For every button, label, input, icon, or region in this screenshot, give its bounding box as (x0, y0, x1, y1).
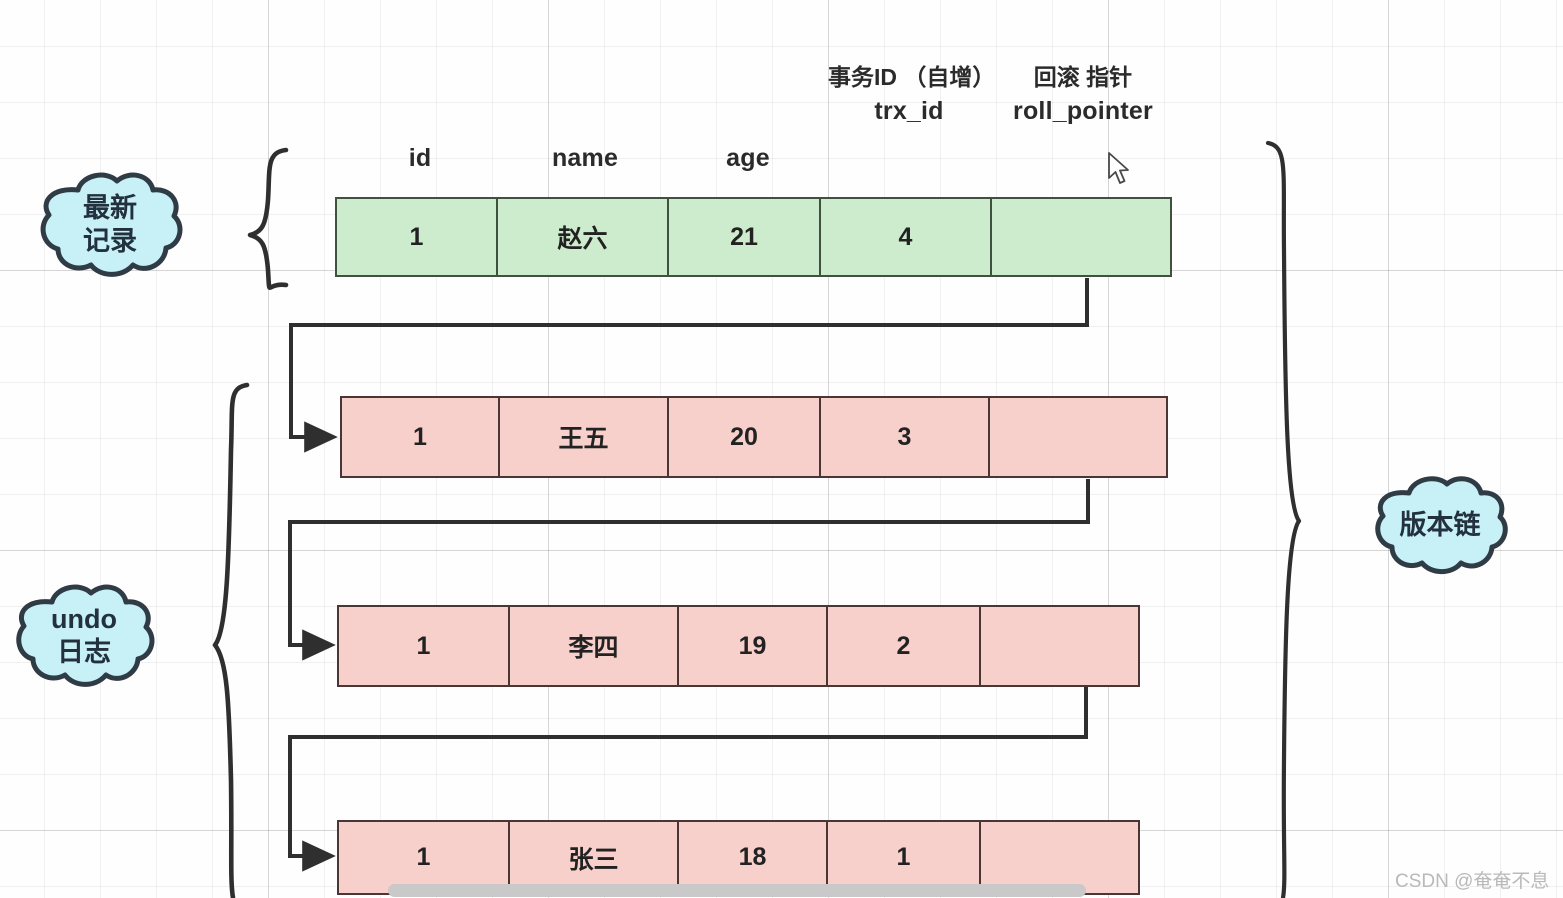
cell-id: 1 (335, 197, 498, 277)
cell-id: 1 (337, 605, 510, 687)
cell-roll-pointer (979, 605, 1140, 687)
cloud-shape (16, 584, 155, 687)
column-header-age-label: age (726, 144, 770, 172)
record-row-undo-2: 1 李四 19 2 (337, 605, 1140, 687)
cell-roll-pointer (990, 197, 1172, 277)
cloud-version-chain-label: 版本链 (1399, 509, 1481, 540)
column-header-name-label: name (551, 144, 619, 172)
column-header-trx-id: 事务ID （自增） trx_id (828, 64, 996, 127)
cell-age: 20 (667, 396, 821, 478)
cloud-latest-record-label: 最新 记录 (83, 193, 137, 256)
mouse-cursor-icon (1108, 152, 1129, 184)
cloud-latest-record: 最新 记录 (34, 166, 186, 284)
column-header-roll-pointer-label: roll_pointer (1013, 97, 1153, 126)
cell-trx-id: 4 (818, 197, 993, 277)
column-header-name: name (515, 144, 655, 174)
column-header-id-label: id (408, 144, 432, 172)
cell-trx-id: 2 (825, 605, 982, 687)
cloud-undo-log: undo 日志 (10, 578, 158, 694)
cell-trx-id: 3 (818, 396, 991, 478)
record-row-latest: 1 赵六 21 4 (335, 197, 1172, 277)
column-header-trx-id-label: trx_id (874, 97, 944, 126)
column-header-id: id (378, 144, 462, 174)
cloud-undo-log-label: undo 日志 (51, 604, 117, 667)
cloud-shape (1375, 476, 1508, 575)
brace-undo-log (212, 382, 250, 898)
cell-roll-pointer (988, 396, 1168, 478)
cloud-shape (40, 172, 183, 277)
column-header-roll-pointer: 回滚 指针 roll_pointer (985, 64, 1181, 127)
cell-name: 王五 (497, 396, 670, 478)
column-header-age: age (690, 144, 806, 174)
cloud-version-chain: 版本链 (1369, 470, 1511, 580)
cell-age: 19 (677, 605, 828, 687)
cell-name: 李四 (507, 605, 680, 687)
column-header-trx-id-annotation: 事务ID （自增） (828, 64, 996, 90)
cell-age: 21 (667, 197, 821, 277)
horizontal-scrollbar[interactable] (388, 884, 1086, 897)
column-header-roll-pointer-annotation: 回滚 指针 (1033, 64, 1133, 90)
brace-version-chain (1265, 140, 1302, 898)
record-row-undo-1: 1 王五 20 3 (340, 396, 1168, 478)
cell-name: 赵六 (495, 197, 670, 277)
cell-id: 1 (340, 396, 500, 478)
brace-latest-record (247, 147, 289, 290)
watermark: CSDN @奄奄不息 (1395, 871, 1550, 892)
